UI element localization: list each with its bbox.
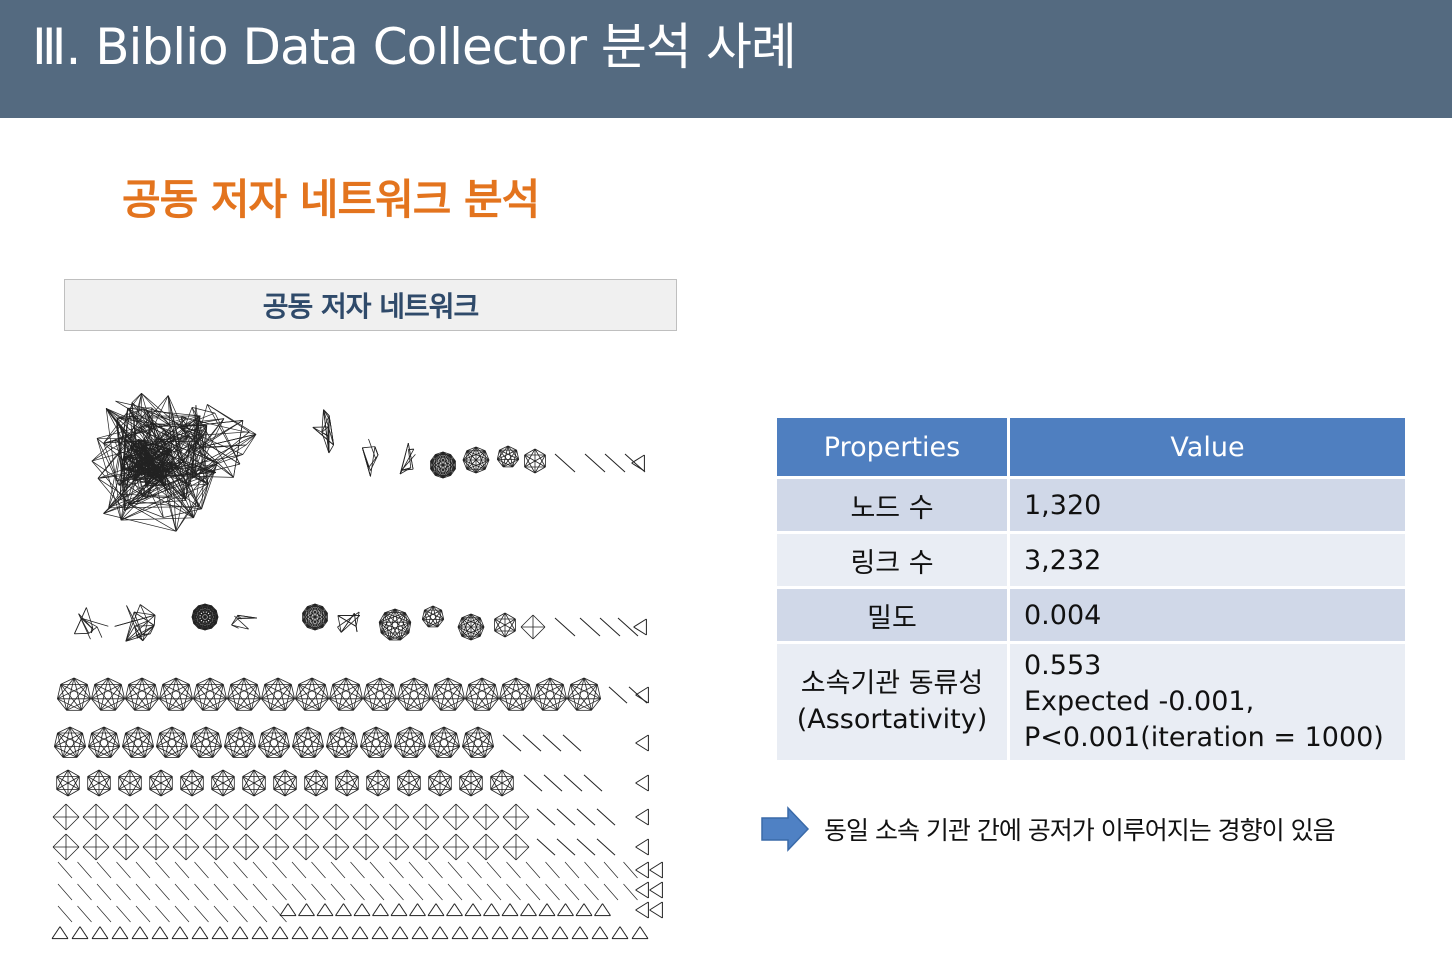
column-header-value: Value bbox=[1007, 415, 1408, 479]
conclusion-text: 동일 소속 기관 간에 공저가 이루어지는 경향이 있음 bbox=[824, 816, 1336, 845]
property-line: (Assortativity) bbox=[796, 704, 988, 735]
value-line: Expected -0.001, bbox=[1024, 686, 1255, 717]
table-row: 노드 수 1,320 bbox=[774, 476, 1408, 534]
table-row: 링크 수 3,232 bbox=[774, 531, 1408, 589]
table-header-row: Properties Value bbox=[774, 415, 1408, 479]
network-caption: 공동 저자 네트워크 bbox=[262, 290, 480, 323]
property-cell: 소속기관 동류성 (Assortativity) bbox=[774, 641, 1010, 763]
value-line: P<0.001(iteration = 1000) bbox=[1024, 722, 1384, 753]
table-row: 밀도 0.004 bbox=[774, 586, 1408, 644]
property-line: 소속기관 동류성 bbox=[800, 668, 984, 699]
value-cell: 0.553 Expected -0.001, P<0.001(iteration… bbox=[1007, 641, 1408, 763]
properties-table: Properties Value 노드 수 1,320 링크 수 3,232 밀… bbox=[774, 415, 1408, 763]
column-header-properties: Properties bbox=[774, 415, 1010, 479]
header-bar: Ⅲ. Biblio Data Collector 분석 사례 bbox=[0, 0, 1452, 118]
property-cell: 링크 수 bbox=[774, 531, 1010, 589]
section-title: 공동 저자 네트워크 분석 bbox=[122, 175, 540, 224]
value-line: 0.553 bbox=[1024, 650, 1102, 681]
value-cell: 3,232 bbox=[1007, 531, 1408, 589]
value-cell: 0.004 bbox=[1007, 586, 1408, 644]
coauthor-network-graph bbox=[51, 393, 663, 940]
property-cell: 밀도 bbox=[774, 586, 1010, 644]
conclusion: 동일 소속 기관 간에 공저가 이루어지는 경향이 있음 bbox=[760, 806, 1336, 852]
network-caption-box: 공동 저자 네트워크 bbox=[64, 279, 677, 331]
page-title: Ⅲ. Biblio Data Collector 분석 사례 bbox=[32, 18, 797, 76]
table-row: 소속기관 동류성 (Assortativity) 0.553 Expected … bbox=[774, 641, 1408, 763]
right-arrow-icon bbox=[761, 806, 810, 852]
property-cell: 노드 수 bbox=[774, 476, 1010, 534]
value-cell: 1,320 bbox=[1007, 476, 1408, 534]
